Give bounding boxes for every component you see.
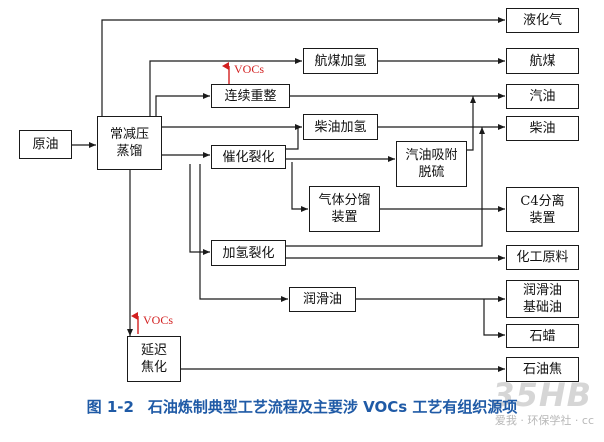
watermark-logo: 35HB xyxy=(492,376,592,414)
box-gasoline-desulf: 汽油吸附 脱硫 xyxy=(396,141,467,187)
box-lube-base-oil: 润滑油 基础油 xyxy=(506,280,579,318)
box-atm-vac: 常减压 蒸馏 xyxy=(97,116,162,170)
figure-caption: 图 1-2 石油炼制典型工艺流程及主要涉 VOCs 工艺有组织源项 xyxy=(0,396,604,417)
box-crude: 原油 xyxy=(19,130,72,159)
box-coking: 延迟 焦化 xyxy=(127,336,181,382)
box-diesel-hydro: 柴油加氢 xyxy=(303,114,378,140)
box-hydrocracking: 加氢裂化 xyxy=(211,240,286,266)
link-atmvac-lube xyxy=(199,164,288,302)
voc-label-reforming: VOCs xyxy=(234,62,265,76)
box-chem-feedstock: 化工原料 xyxy=(506,245,579,270)
link-atmvac-lpg xyxy=(101,17,505,116)
box-wax: 石蜡 xyxy=(506,324,579,348)
box-jet: 航煤 xyxy=(506,48,579,74)
watermark-text: 爱我 · 环保学社 · cc xyxy=(494,414,594,427)
box-gasoline: 汽油 xyxy=(506,84,579,109)
link-lube-wax xyxy=(483,299,505,338)
link-hydrocracking-diesel xyxy=(286,127,485,247)
box-jet-hydro: 航煤加氢 xyxy=(303,48,378,74)
box-gas-frac: 气体分馏 装置 xyxy=(309,186,380,232)
link-desulf-gasoline xyxy=(467,96,476,151)
link-fcc-gasfrac xyxy=(291,162,308,212)
box-reforming: 连续重整 xyxy=(211,84,290,108)
link-atmvac-reforming xyxy=(155,93,210,124)
box-petroleum-coke: 石油焦 xyxy=(506,357,579,382)
link-fcc-dieselhydro xyxy=(286,127,299,150)
box-c4-separation: C4分离 装置 xyxy=(506,187,579,232)
box-fcc: 催化裂化 xyxy=(211,145,286,169)
figure-title: 石油炼制典型工艺流程及主要涉 VOCs 工艺有组织源项 xyxy=(147,398,518,416)
box-diesel: 柴油 xyxy=(506,116,579,141)
voc-label-coking: VOCs xyxy=(143,313,174,327)
box-lube: 润滑油 xyxy=(289,287,356,312)
link-atmvac-jethydro xyxy=(149,58,302,124)
box-lpg: 液化气 xyxy=(506,8,579,33)
link-atmvac-hydrocracking xyxy=(189,164,210,255)
figure-number: 图 1-2 xyxy=(86,398,134,416)
